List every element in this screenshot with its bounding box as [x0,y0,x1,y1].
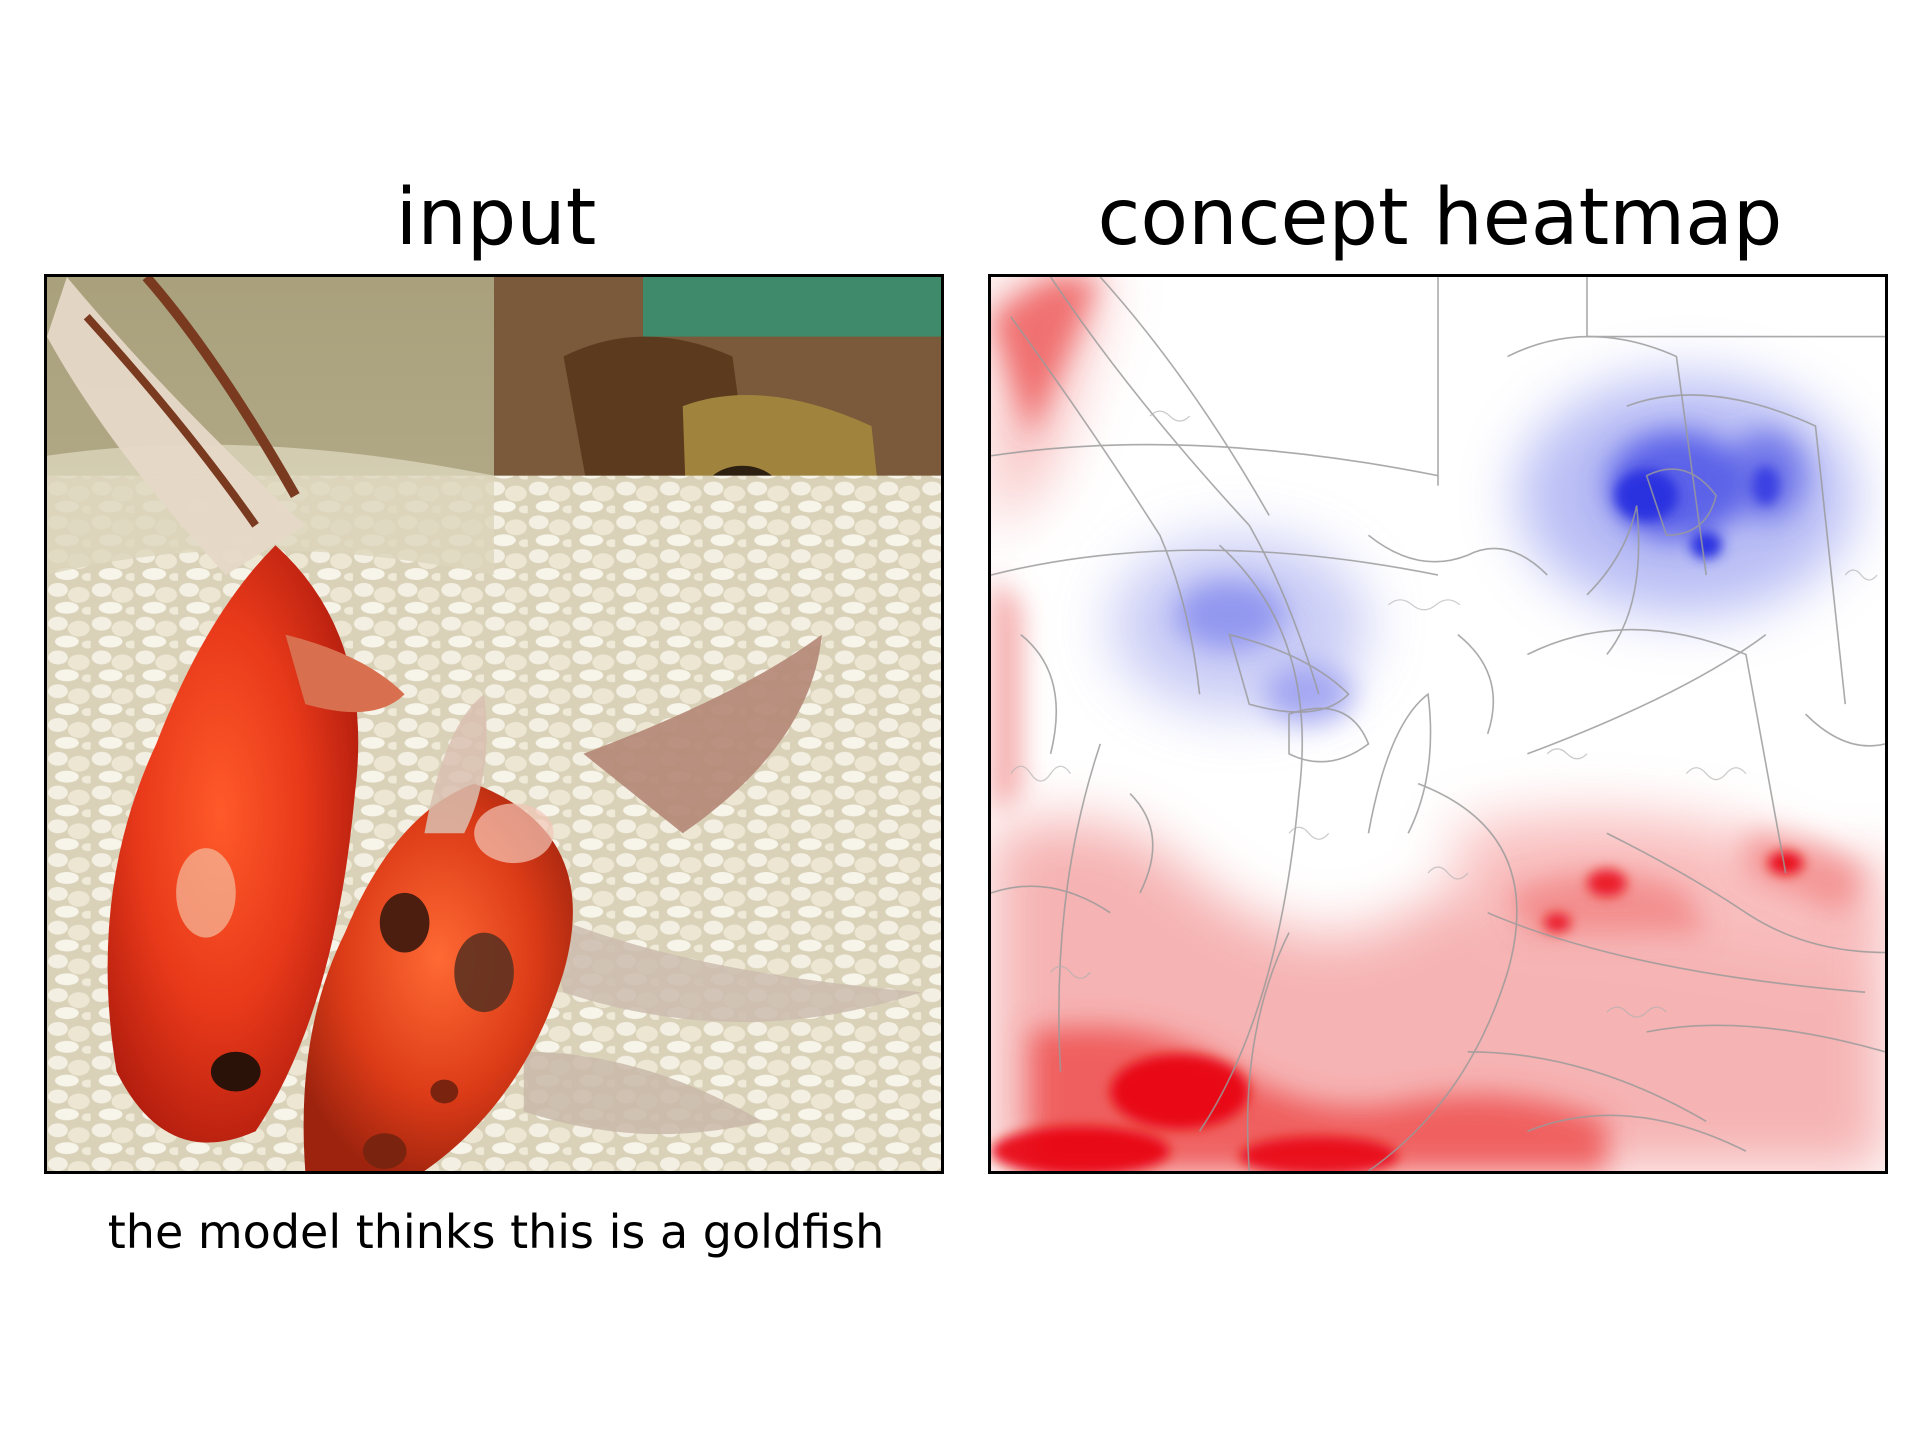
concept-heatmap [988,274,1888,1174]
heatmap-canvas [991,277,1885,1171]
goldfish-photo [47,277,941,1171]
heatmap-panel-title: concept heatmap [1097,173,1783,263]
input-image [44,274,944,1174]
input-panel-title: input [395,173,597,263]
prediction-caption: the model thinks this is a goldfish [107,1205,885,1259]
